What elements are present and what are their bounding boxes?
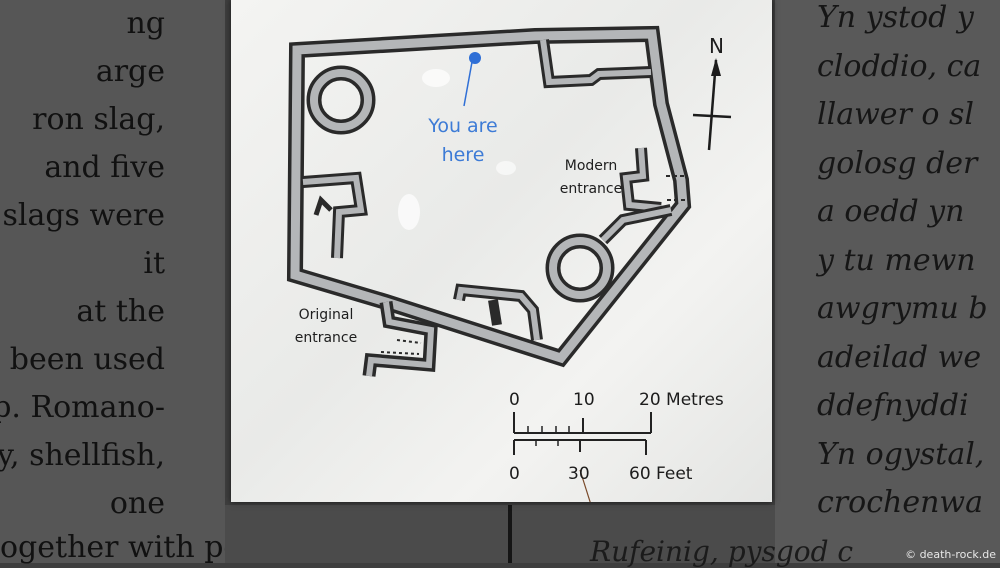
right-text-line: y tu mewn — [817, 242, 976, 278]
you-are-here-line2: here — [441, 144, 485, 166]
location-marker — [469, 52, 481, 64]
left-text-line: ry, shellfish, — [0, 438, 165, 473]
scale-metres-0: 0 — [509, 390, 520, 410]
you-are-here-label: You are here — [398, 112, 528, 170]
left-text-block: ng arge ron slag, and five slags were it at th… — [0, 0, 165, 528]
original-entrance-line2: entrance — [294, 330, 358, 346]
smudge — [496, 161, 516, 175]
photo-credit: © death-rock.de — [905, 548, 996, 561]
left-text-line: and five — [44, 150, 165, 185]
left-text-line: p. Romano- — [0, 390, 165, 425]
right-text-line: ddefnyddi — [817, 388, 969, 423]
left-text-line: ron slag, — [32, 102, 165, 137]
left-text-line: one — [109, 486, 165, 521]
right-bottom-line: Rufeinig, pysgod c — [590, 535, 854, 568]
original-entrance-label: Original entrance — [286, 304, 366, 350]
compass-north-label: N — [709, 34, 724, 58]
right-text-line: golosg der — [817, 145, 978, 181]
right-text-panel: Yn ystod y cloddio, ca llawer o sl golosg d… — [775, 0, 1000, 563]
scale-bar-feet — [513, 439, 647, 455]
scale-metres-10: 10 — [573, 390, 595, 410]
left-text-line: slags were — [2, 198, 165, 233]
right-text-line: a oedd yn — [817, 194, 965, 229]
west-room — [302, 171, 368, 259]
site-plan-drawing — [286, 25, 732, 502]
right-text-line: llawer o sl — [817, 97, 974, 132]
scratch-mark — [579, 469, 591, 502]
original-entrance-line1: Original — [298, 307, 354, 323]
modern-entrance-line1: Modern — [564, 158, 618, 174]
right-text-line: crochenwa — [817, 485, 983, 520]
bottom-board-strip — [225, 505, 775, 563]
right-text-line: adeilad we — [817, 339, 982, 375]
left-text-line: it — [143, 246, 165, 281]
left-text-line: been used — [9, 342, 165, 377]
right-text-block: Yn ystod y cloddio, ca llawer o sl golosg d… — [817, 0, 988, 528]
modern-entrance-gap — [666, 175, 687, 201]
left-text-line: at the — [76, 294, 165, 329]
modern-entrance-label: Modern entrance — [549, 155, 633, 201]
scale-metres-20: 20 Metres — [639, 390, 724, 410]
site-plan-sign: N You are here Modern entrance Original … — [231, 0, 772, 502]
scale-bar-metres — [513, 412, 652, 434]
board-divider — [508, 505, 512, 563]
modern-entrance-line2: entrance — [559, 181, 623, 197]
outer-wall-fill — [290, 29, 688, 364]
right-text-line: Yn ogystal, — [817, 436, 985, 472]
marker-pointer — [463, 61, 473, 107]
smudge — [422, 69, 450, 87]
scale-feet-0: 0 — [509, 464, 520, 484]
scale-feet-30: 30 — [568, 464, 590, 484]
left-text-line: ng — [126, 6, 165, 41]
right-text-line: awgrymu b — [817, 291, 988, 326]
left-text-line: arge — [95, 54, 165, 89]
right-text-line: Yn ystod y — [817, 0, 974, 35]
scale-feet-60: 60 Feet — [629, 464, 693, 484]
you-are-here-line1: You are — [428, 115, 498, 137]
left-text-panel: ng arge ron slag, and five slags were it at th… — [0, 0, 225, 563]
right-text-line: cloddio, ca — [817, 48, 982, 84]
compass-arrow — [692, 58, 732, 151]
smudge — [398, 194, 420, 230]
